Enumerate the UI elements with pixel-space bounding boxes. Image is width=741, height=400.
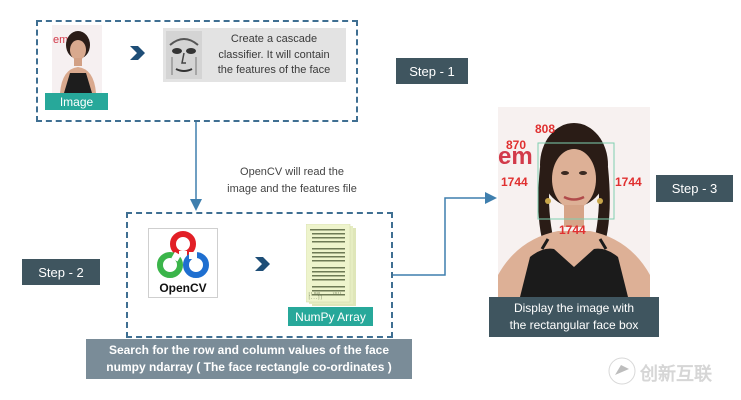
step1-box <box>36 20 358 122</box>
numpy-array-sheet <box>306 224 358 308</box>
step1-tag-text: Step - 1 <box>409 63 455 79</box>
numpy-cells-text: [[104 ... 242] [...]] <box>308 292 350 300</box>
step1-face-photo: em <box>52 25 102 93</box>
step2-tag-text: Step - 2 <box>38 264 84 280</box>
search-banner: Search for the row and column values of … <box>86 339 412 379</box>
watermark-text: 创新互联 <box>640 364 712 384</box>
coord-label-top: 808 <box>535 122 556 136</box>
result-caption-line-1: Display the image with <box>513 301 635 315</box>
result-caption-line-2: the rectangular face box <box>509 318 639 332</box>
coord-label-bottom: 1744 <box>559 223 586 237</box>
classifier-line-1: Create a cascade <box>230 33 318 45</box>
classifier-panel: Create a cascade classifier. It will con… <box>163 28 346 82</box>
numpy-array-label-text: NumPy Array <box>295 309 366 324</box>
classifier-line-2: classifier. It will contain <box>218 48 330 61</box>
image-label: Image <box>45 93 108 110</box>
numpy-cell-line-1: [[104 ... 242] <box>308 292 342 296</box>
classifier-line-3: the features of the face <box>217 64 331 76</box>
classifier-text: Create a cascade classifier. It will con… <box>203 32 345 79</box>
step3-tag-text: Step - 3 <box>671 181 718 196</box>
face-photo-drawing <box>498 107 650 297</box>
coord-label-left: 1744 <box>501 175 528 189</box>
step1-tag: Step - 1 <box>396 58 468 84</box>
svg-text:em: em <box>53 34 68 46</box>
note-line-1: OpenCV will read the <box>240 166 344 178</box>
coord-label-left-top: 870 <box>506 138 527 152</box>
search-banner-line-2: numpy ndarray ( The face rectangle co-or… <box>106 360 392 374</box>
opencv-label: OpenCV <box>159 281 207 295</box>
step3-tag: Step - 3 <box>656 175 733 202</box>
coord-label-right: 1744 <box>615 175 642 189</box>
step2-tag: Step - 2 <box>22 259 100 285</box>
note-line-2: image and the features file <box>227 183 357 195</box>
result-face-photo: em 808 870 1744 1744 1744 <box>498 107 650 297</box>
result-caption: Display the image with the rectangular f… <box>489 297 659 337</box>
opencv-read-note: OpenCV will read the image and the featu… <box>215 164 369 198</box>
chevron-right-icon <box>128 45 146 61</box>
search-banner-line-1: Search for the row and column values of … <box>108 343 390 357</box>
haar-face-icon <box>166 31 202 79</box>
numpy-array-label: NumPy Array <box>288 307 373 326</box>
opencv-logo: OpenCV <box>148 228 218 298</box>
connector-step2-step3 <box>393 192 497 276</box>
chevron-right-icon <box>253 256 271 272</box>
numpy-cell-line-2: [...]] <box>308 295 323 300</box>
image-label-text: Image <box>59 94 94 109</box>
watermark-logo-icon <box>607 356 637 386</box>
background-sign-text: em <box>498 143 533 170</box>
opencv-logo-icon <box>157 231 209 278</box>
step2-box <box>126 212 393 338</box>
